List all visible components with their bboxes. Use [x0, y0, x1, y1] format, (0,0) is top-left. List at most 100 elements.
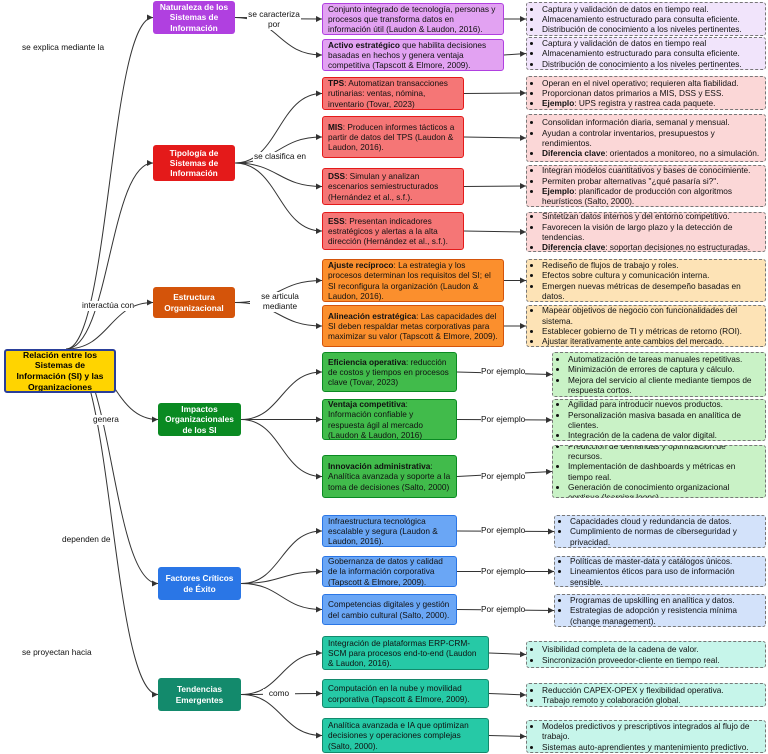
detail-text: Captura y validación de datos en tiempo …: [542, 3, 709, 14]
detail-list: Programas de upskilling en analítica y d…: [559, 595, 760, 626]
relation-label: interactúa con: [82, 300, 135, 311]
detail-keyword: Diferencia clave: [542, 242, 606, 252]
detail-text: Emergen nuevas métricas de desempeño bas…: [542, 280, 741, 301]
detail-item: Efectos sobre cultura y comunicación int…: [542, 270, 760, 280]
detail-text: : soportan decisiones no estructuradas.: [605, 242, 751, 252]
detail-text: Personalización masiva basada en analíti…: [568, 409, 741, 430]
detail-node: Predicción de demandas y optimización de…: [552, 445, 766, 498]
detail-list: Captura y validación de datos en tiempo …: [531, 38, 742, 69]
detail-text: Sintetizan datos internos y del entorno …: [542, 212, 730, 222]
detail-item: Estrategias de adopción y resistencia mí…: [570, 605, 760, 626]
concept-text: Infraestructura tecnológica escalable y …: [328, 516, 451, 546]
concept-text: Alineación estratégica: Las capacidades …: [328, 311, 498, 342]
detail-text: Automatización de tareas manuales repeti…: [568, 353, 743, 364]
root-to-category-line: [65, 14, 154, 350]
detail-keyword: Ejemplo: [542, 98, 575, 109]
concept-to-detail-arrow: [463, 228, 527, 235]
concept-node: Competencias digitales y gestión del cam…: [322, 594, 457, 625]
concept-description: que habilita decisiones basadas en hecho…: [328, 39, 487, 71]
category-to-concept-line: [240, 694, 323, 739]
detail-item: Almacenamiento estructurado para consult…: [542, 48, 742, 58]
root-to-category-line: [65, 299, 154, 350]
detail-list: Automatización de tareas manuales repeti…: [557, 354, 760, 395]
relation-label: se explica mediante la: [22, 42, 105, 53]
relation-label: se articula mediante: [250, 291, 310, 312]
concept-description: : Información confiable y respuesta ágil…: [328, 399, 424, 440]
concept-node: Analítica avanzada e IA que optimizan de…: [322, 718, 489, 753]
concept-description: : Producen informes tácticos a partir de…: [328, 121, 455, 153]
detail-item: Políticas de master-data y catálogos úni…: [570, 556, 760, 567]
detail-node: Reducción CAPEX-OPEX y flexibilidad oper…: [526, 683, 766, 707]
detail-item: Cumplimiento de normas de ciberseguridad…: [570, 526, 760, 547]
detail-text: Captura y validación de datos en tiempo …: [542, 38, 707, 49]
detail-item: Emergen nuevas métricas de desempeño bas…: [542, 281, 760, 302]
detail-text: Estrategias de adopción y resistencia mí…: [570, 605, 737, 626]
concept-text: Analítica avanzada e IA que optimizan de…: [328, 720, 483, 751]
detail-node: Rediseño de flujos de trabajo y roles.Ef…: [526, 259, 766, 302]
detail-item: Integración de la cadena de valor digita…: [568, 430, 760, 440]
detail-list: Predicción de demandas y optimización de…: [557, 446, 760, 497]
detail-text: Cumplimiento de normas de ciberseguridad…: [570, 526, 737, 547]
concept-node: Gobernanza de datos y calidad de la info…: [322, 556, 457, 587]
detail-item: Distribución de conocimiento a los nivel…: [542, 59, 742, 69]
relation-label: como: [263, 688, 295, 699]
detail-text: Reducción CAPEX-OPEX y flexibilidad oper…: [542, 684, 724, 695]
link-label: Por ejemplo: [481, 470, 526, 482]
concept-node: Computación en la nube y movilidad corpo…: [322, 679, 489, 708]
detail-node: Mapear objetivos de negocio con funciona…: [526, 305, 766, 347]
detail-list: Integran modelos cuantitativos y bases d…: [531, 165, 760, 207]
relation-label: dependen de: [62, 534, 111, 545]
detail-text: Minimización de errores de captura y cál…: [568, 364, 735, 375]
category-node: Factores Críticos de Éxito: [158, 567, 241, 600]
relation-label: se proyectan hacia: [22, 647, 92, 658]
concept-description: : La estrategia y los procesos determina…: [328, 259, 491, 301]
detail-node: Visibilidad completa de la cadena de val…: [526, 641, 766, 668]
detail-node: Modelos predictivos y prescriptivos inte…: [526, 720, 766, 753]
detail-item: Sintetizan datos internos y del entorno …: [542, 212, 760, 222]
detail-list: Sintetizan datos internos y del entorno …: [531, 212, 760, 252]
detail-item: Mejora del servicio al cliente mediante …: [568, 375, 760, 396]
concept-to-detail-arrow: [503, 50, 527, 57]
concept-node: Integración de plataformas ERP-CRM-SCM p…: [322, 636, 489, 670]
detail-text: Mapear objetivos de negocio con funciona…: [542, 305, 738, 326]
detail-text: Almacenamiento estructurado para consult…: [542, 48, 740, 59]
detail-text: Trabajo remoto y colaboración global.: [542, 695, 681, 705]
detail-text: Integran modelos cuantitativos y bases d…: [542, 165, 751, 176]
category-to-concept-line: [234, 134, 323, 164]
detail-text: Capacidades cloud y redundancia de datos…: [570, 516, 732, 527]
detail-text: Efectos sobre cultura y comunicación int…: [542, 270, 710, 281]
concept-to-detail-arrow: [488, 691, 527, 698]
detail-text: Distribución de conocimiento a los nivel…: [542, 24, 742, 35]
detail-text: Proporcionan datos primarios a MIS, DSS …: [542, 87, 724, 98]
concept-node: Infraestructura tecnológica escalable y …: [322, 515, 457, 547]
detail-text: : planificador de producción con algorit…: [542, 186, 733, 207]
concept-text: Ventaja competitiva: Información confiab…: [328, 399, 451, 440]
detail-node: Agilidad para introducir nuevos producto…: [552, 399, 766, 441]
detail-item: Almacenamiento estructurado para consult…: [542, 14, 742, 24]
concept-keyword: ESS: [328, 215, 345, 226]
detail-node: Capacidades cloud y redundancia de datos…: [554, 515, 766, 548]
category-to-concept-line: [234, 162, 323, 190]
detail-node: Captura y validación de datos en tiempo …: [526, 37, 766, 70]
detail-list: Consolidan información diaria, semanal y…: [531, 117, 760, 158]
concept-keyword: DSS: [328, 171, 346, 182]
detail-list: Capacidades cloud y redundancia de datos…: [559, 516, 760, 547]
detail-text: Agilidad para introducir nuevos producto…: [568, 399, 723, 410]
detail-item: Operan en el nivel operativo; requieren …: [542, 78, 738, 88]
relation-label: se clasifica en: [253, 151, 307, 162]
detail-node: Políticas de master-data y catálogos úni…: [554, 556, 766, 587]
detail-text: Integración de la cadena de valor digita…: [568, 430, 717, 441]
category-to-concept-line: [240, 528, 323, 584]
detail-text: Permiten probar alternativas "¿qué pasar…: [542, 175, 719, 186]
category-to-concept-line: [240, 650, 323, 695]
detail-item: Modelos predictivos y prescriptivos inte…: [542, 721, 760, 742]
concept-node: Activo estratégico que habilita decision…: [322, 39, 504, 71]
detail-item: Establecer gobierno de TI y métricas de …: [542, 326, 760, 336]
concept-text: Activo estratégico que habilita decision…: [328, 39, 498, 71]
concept-description: : Automatizan transacciones rutinarias: …: [328, 78, 448, 109]
category-to-concept-line: [234, 302, 323, 329]
detail-list: Visibilidad completa de la cadena de val…: [531, 644, 720, 665]
detail-text: Políticas de master-data y catálogos úni…: [570, 556, 733, 567]
category-to-concept-line: [240, 369, 323, 420]
detail-item: Reducción CAPEX-OPEX y flexibilidad oper…: [542, 685, 724, 695]
